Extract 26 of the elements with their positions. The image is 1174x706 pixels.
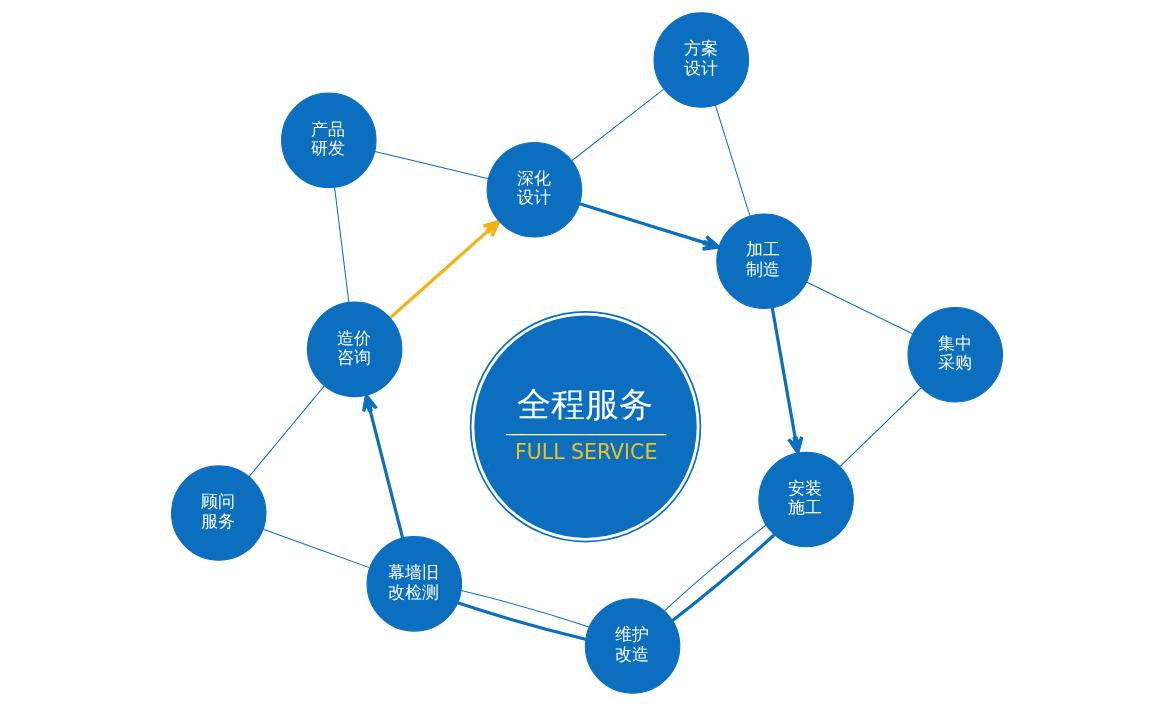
connector: [839, 387, 922, 467]
node-circle: 幕墙旧改检测: [366, 536, 463, 632]
node-circle: 顾问服务: [171, 465, 267, 561]
connector: [714, 104, 751, 217]
connector: [262, 528, 370, 569]
arrow: [389, 219, 501, 320]
node-circle: 方案设计: [653, 12, 750, 108]
node-circle: 安装施工: [758, 451, 854, 548]
arrow: [770, 307, 804, 455]
connector: [334, 186, 350, 303]
connector: [457, 601, 586, 641]
connector: [671, 533, 776, 622]
connector: [374, 150, 489, 180]
node-circle: 产品研发: [281, 92, 377, 189]
arrow: [361, 393, 405, 539]
node-circle: 造价咨询: [306, 301, 403, 398]
node-circle: 全程服务 FULL SERVICE: [469, 310, 702, 543]
node-circle: 集中采购: [907, 306, 1004, 403]
node-circle: 深化设计: [486, 141, 583, 238]
connector: [663, 524, 767, 612]
connector: [248, 385, 325, 478]
arrow: [579, 202, 721, 251]
node-circle: 维护改造: [584, 598, 681, 694]
connector: [571, 88, 665, 162]
connector: [806, 281, 914, 335]
node-circle: 加工制造: [716, 213, 812, 309]
